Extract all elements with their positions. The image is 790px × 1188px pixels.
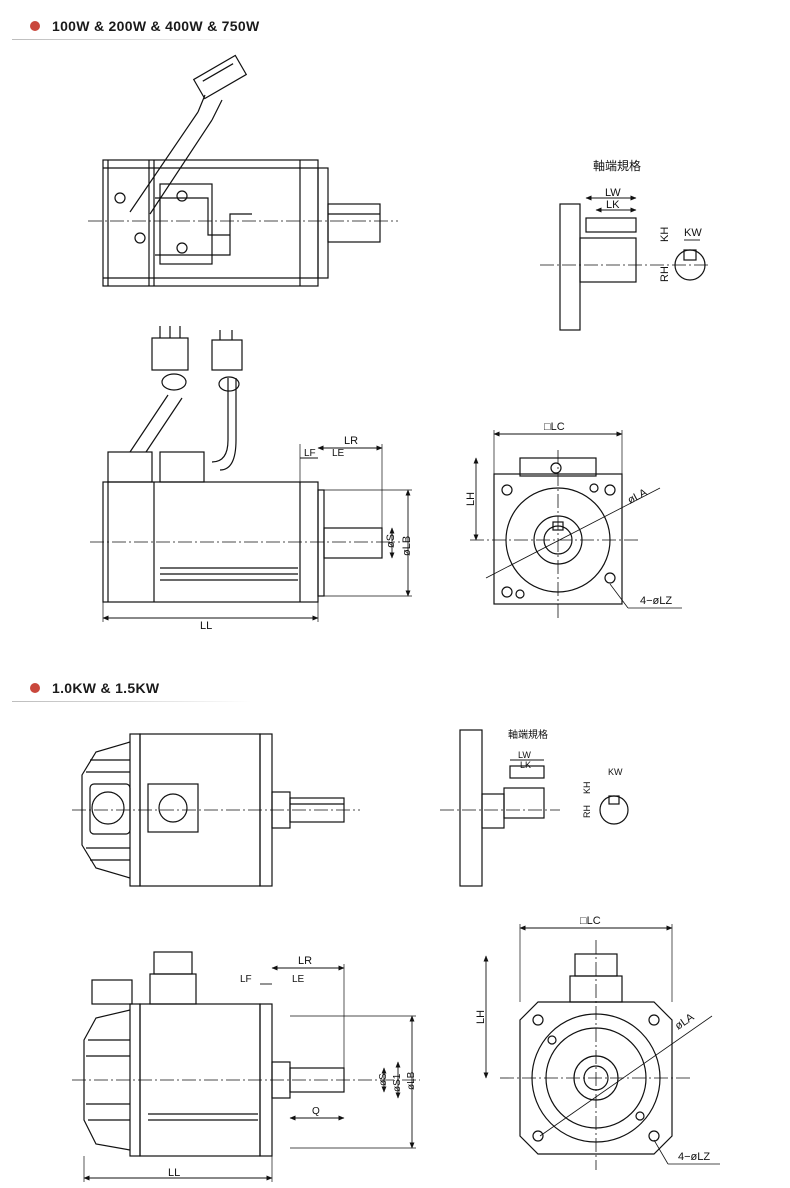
dim-LE: LE: [332, 448, 345, 459]
bullet-dot-icon: [30, 21, 40, 31]
dim-LK: LK: [520, 760, 531, 770]
dim-LA: øLA: [626, 486, 650, 506]
dim-S: øS: [378, 1073, 389, 1086]
dim-LB: øLB: [401, 536, 413, 556]
dim-LH: LH: [465, 492, 477, 506]
dim-LF: LF: [304, 448, 316, 459]
dim-LW: LW: [605, 187, 621, 199]
dim-KW: KW: [684, 227, 702, 239]
section-underline: [12, 39, 252, 40]
small-motor-side-view: LL LR LF LE øS øLB: [90, 326, 413, 632]
dim-S: øS: [385, 534, 397, 548]
section-header-large-motors: 1.0KW & 1.5KW: [12, 674, 252, 702]
dim-LW: LW: [518, 750, 531, 760]
dim-S1: øS1: [392, 1073, 403, 1092]
small-shaft-detail: 軸端規格 LW LK KW KH RH: [540, 158, 710, 331]
dim-LZ: 4−øLZ: [640, 595, 672, 607]
dim-LR: LR: [344, 435, 358, 447]
shaft-detail-title: 軸端規格: [593, 158, 641, 173]
dim-LC: □LC: [580, 915, 601, 927]
dim-LR: LR: [298, 955, 312, 967]
dim-KH: KH: [582, 781, 592, 794]
dim-LC: □LC: [544, 421, 565, 433]
dim-LE: LE: [292, 974, 305, 985]
dim-LB: øLB: [406, 1071, 417, 1090]
dim-LH: LH: [475, 1010, 487, 1024]
dim-RH: RH: [582, 805, 592, 818]
dim-LL: LL: [168, 1167, 180, 1179]
dim-KW: KW: [608, 767, 623, 777]
dim-LL: LL: [200, 620, 212, 632]
section-header-small-motors: 100W & 200W & 400W & 750W: [12, 12, 259, 40]
section-title: 100W & 200W & 400W & 750W: [52, 18, 260, 34]
small-motor-top-view: [88, 54, 398, 287]
shaft-detail-title: 軸端規格: [508, 728, 548, 741]
large-motor-top-view: [72, 733, 360, 887]
dim-RH: RH: [659, 266, 671, 282]
section-title: 1.0KW & 1.5KW: [52, 680, 160, 696]
dim-Q: Q: [312, 1106, 320, 1117]
bullet-dot-icon: [30, 683, 40, 693]
large-shaft-detail: 軸端規格 LW LK KW KH RH: [440, 728, 629, 887]
large-motor-side-view: LL LR LF LE Q øS øS1 øLB: [72, 951, 420, 1182]
dim-LF: LF: [240, 974, 252, 985]
large-motor-front-view: □LC LH øLA 4−øLZ: [475, 915, 720, 1170]
dim-LZ: 4−øLZ: [678, 1151, 710, 1163]
section-underline: [12, 701, 252, 702]
dim-LK: LK: [606, 199, 620, 211]
dim-KH: KH: [659, 227, 671, 242]
small-motor-front-view: □LC LH øLA 4−øLZ: [465, 421, 682, 620]
